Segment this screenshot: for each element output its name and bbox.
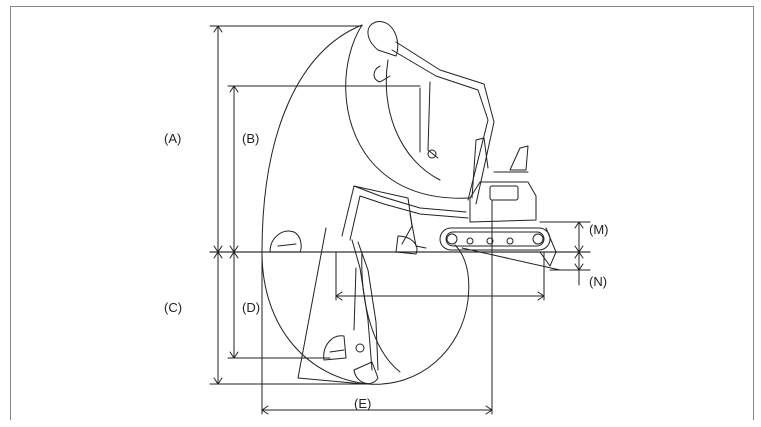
dimension-n bbox=[549, 251, 591, 286]
rops-frame bbox=[471, 137, 489, 199]
dimension-m bbox=[539, 221, 591, 253]
bucket-lowered bbox=[353, 361, 379, 385]
label-a: (A) bbox=[164, 131, 181, 146]
inner-swing-arc bbox=[385, 59, 441, 181]
dimension-c bbox=[209, 251, 369, 385]
label-c: (C) bbox=[164, 300, 182, 315]
bucket-mid bbox=[395, 235, 418, 255]
dimension-reach-horizontal bbox=[335, 251, 545, 301]
inner-reach-arc-lower bbox=[361, 251, 401, 373]
bucket-left bbox=[269, 230, 302, 253]
working-range-envelope bbox=[261, 24, 470, 385]
diagonal-reach-line-lower bbox=[297, 377, 365, 385]
label-e: (E) bbox=[354, 396, 371, 411]
inner-reach-arc-upper bbox=[345, 24, 471, 199]
label-d: (D) bbox=[242, 300, 260, 315]
bucket-low-left bbox=[323, 335, 347, 361]
diagonal-reach-line bbox=[297, 227, 327, 379]
excavator-body bbox=[439, 137, 561, 271]
bucket-raised bbox=[367, 21, 399, 57]
upper-structure bbox=[469, 181, 537, 223]
operator-seat bbox=[509, 145, 529, 171]
label-b: (B) bbox=[242, 131, 259, 146]
label-n: (N) bbox=[589, 274, 607, 289]
dimension-e bbox=[261, 199, 493, 415]
dimension-d bbox=[227, 251, 331, 359]
diagram-frame bbox=[10, 6, 754, 420]
dimension-b bbox=[227, 85, 421, 253]
boom-raised bbox=[367, 21, 495, 205]
boom-lowered bbox=[351, 239, 379, 385]
dozer-blade bbox=[539, 227, 557, 267]
dimension-a bbox=[209, 25, 363, 253]
boom-mid bbox=[341, 185, 469, 255]
crawler-track bbox=[439, 227, 551, 251]
label-m: (M) bbox=[589, 222, 609, 237]
